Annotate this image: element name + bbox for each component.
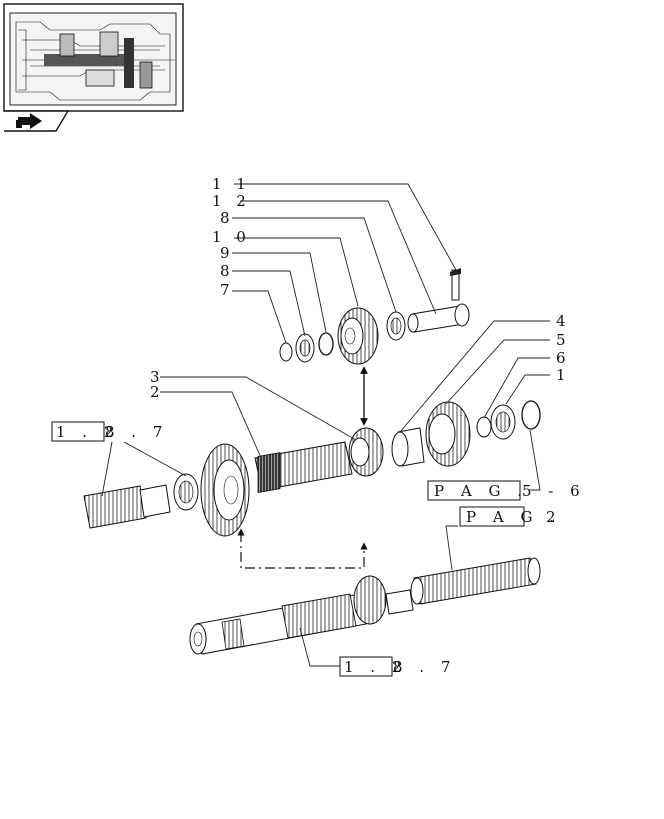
callout-3: 3 [150,368,165,386]
ref-left-box-text: 1 . 2 [56,423,119,441]
ref-pag2-tail-text: 2 [546,508,562,526]
bearing-part-6 [476,404,516,440]
bearing-part-8-lower [295,333,315,363]
ref-pag2-box-text: P A G . [466,508,560,526]
callout-6: 6 [556,349,571,367]
callout-7: 7 [220,281,235,299]
callout-10: 1 0 [212,228,251,246]
callout-9: 9 [220,244,235,262]
ref-bottom-box-text: 1 . 2 [344,658,407,676]
callout-11: 1 1 [212,175,251,193]
ref-link-pag-2[interactable]: P A G . 2 [459,506,562,527]
gear-part-10 [337,307,379,365]
ref-bottom-tail-text: 8 . 7 [393,658,456,676]
ring-part-9 [318,332,334,356]
callout-8a: 8 [220,209,235,227]
spacer-part-4 [391,427,425,467]
assembly-connector [237,528,368,569]
gear-shaft-part-2 [200,441,353,537]
pin-part-11 [450,268,461,301]
ref-left-tail-text: 8 . 7 [105,423,168,441]
callout-8b: 8 [220,262,235,280]
callout-12: 1 2 [212,192,251,210]
arrow-icon [16,113,42,129]
callout-1: 1 [556,366,571,384]
input-shaft-left [83,473,199,529]
ref-link-left[interactable]: 1 . 2 8 . 7 [51,421,168,442]
ref-pag56-box-text: P A G . [434,482,528,500]
leader-lines [101,183,550,667]
ring-part-1 [521,400,541,430]
lower-shaft [189,557,541,655]
callout-5: 5 [556,331,571,349]
callout-4: 4 [556,312,571,330]
assembly-overview-icon [9,12,177,106]
gear-part-5 [425,401,471,467]
thumbnail-panel[interactable] [3,3,184,132]
gear-part-3 [348,427,384,477]
bearing-part-8-upper [386,311,406,341]
callout-2: 2 [150,383,165,401]
ref-link-bottom[interactable]: 1 . 2 8 . 7 [339,656,456,677]
sleeve-part-12 [407,303,470,333]
washer-part-7 [279,342,293,362]
ref-pag56-tail-text: 5 - 6 [522,482,586,500]
ref-link-pag-5-6[interactable]: P A G . 5 - 6 [427,480,586,501]
